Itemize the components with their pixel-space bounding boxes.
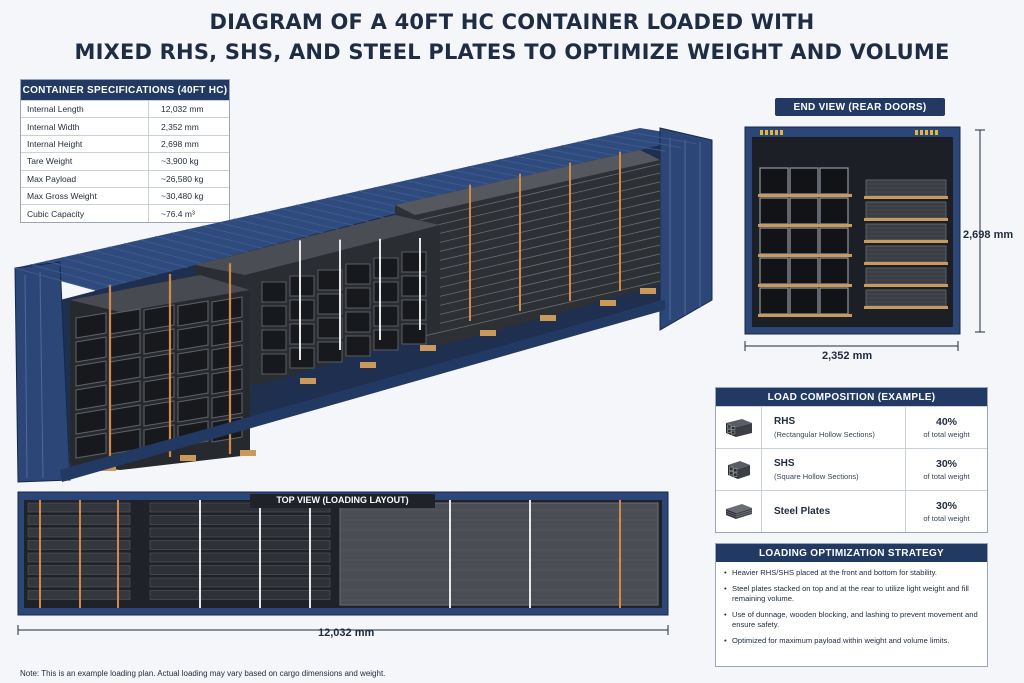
composition-desc: (Square Hollow Sections)	[774, 472, 859, 481]
composition-percent: 30%	[935, 458, 957, 470]
spec-label: Internal Length	[21, 101, 149, 118]
container-specifications-table: CONTAINER SPECIFICATIONS (40FT HC) Inter…	[20, 79, 230, 223]
composition-row-plates: Steel Plates 30% of total weight	[716, 490, 987, 532]
spec-value: 2,698 mm	[161, 138, 199, 149]
shs-bundle-icon	[716, 449, 762, 490]
end-view-header: END VIEW (REAR DOORS)	[775, 98, 945, 116]
shs-bundle-stack	[195, 215, 440, 385]
container-bottom-rail	[60, 300, 665, 482]
spec-label: Max Gross Weight	[21, 187, 149, 205]
composition-unit: of total weight	[923, 514, 970, 523]
spec-label: Max Payload	[21, 170, 149, 187]
spec-row: Tare Weight ~3,900 kg	[21, 152, 229, 170]
container-front-doors	[659, 127, 713, 331]
strategy-item: Steel plates stacked on top and at the r…	[724, 584, 979, 605]
spec-value: ~30,480 kg	[161, 191, 204, 202]
composition-unit: of total weight	[923, 430, 970, 439]
top-view-rhs-zone	[27, 500, 131, 608]
spec-row: Internal Height 2,698 mm	[21, 134, 229, 153]
spec-row: Internal Length 12,032 mm	[21, 100, 229, 118]
top-view-header: TOP VIEW (LOADING LAYOUT)	[276, 495, 409, 505]
composition-percent: 40%	[935, 416, 957, 428]
end-view-diagram	[744, 126, 985, 351]
composition-percent: 30%	[935, 500, 957, 512]
end-view-plates-stack	[864, 179, 948, 309]
spec-value: 12,032 mm	[161, 104, 204, 115]
spec-label: Internal Height	[21, 135, 149, 153]
top-view-diagram	[17, 491, 669, 635]
strategy-item: Heavier RHS/SHS placed at the front and …	[724, 568, 979, 579]
steel-plates-icon	[716, 491, 762, 532]
top-view-shs-zone	[149, 500, 331, 608]
strategy-item: Optimized for maximum payload within wei…	[724, 636, 979, 647]
end-view-width-label: 2,352 mm	[822, 350, 873, 362]
spec-value: ~3,900 kg	[161, 156, 199, 167]
diagram-title-line-2: MIXED RHS, SHS, AND STEEL PLATES TO OPTI…	[74, 40, 950, 64]
steel-plates-stack	[395, 150, 661, 345]
specifications-rows: Internal Length 12,032 mm Internal Width 2,…	[21, 100, 229, 222]
loading-optimization-strategy: LOADING OPTIMIZATION STRATEGY Heavier RH…	[715, 543, 988, 667]
specifications-header: CONTAINER SPECIFICATIONS (40FT HC)	[21, 80, 229, 100]
spec-value: ~76.4 m³	[161, 208, 195, 219]
composition-name: Steel Plates	[774, 506, 831, 517]
spec-value: ~26,580 kg	[161, 173, 204, 184]
composition-name: RHS	[774, 416, 796, 427]
end-view-rhs-stack	[758, 167, 852, 317]
strategy-list: Heavier RHS/SHS placed at the front and …	[716, 562, 987, 646]
top-view-length-label: 12,032 mm	[318, 627, 375, 639]
composition-row-rhs: RHS (Rectangular Hollow Sections) 40% of t…	[716, 406, 987, 448]
composition-name: SHS	[774, 458, 795, 469]
composition-unit: of total weight	[923, 472, 970, 481]
load-composition-header: LOAD COMPOSITION (EXAMPLE)	[716, 388, 987, 406]
spec-label: Cubic Capacity	[21, 205, 149, 222]
top-view-plates-zone	[339, 500, 659, 608]
end-view-height-label: 2,698 mm	[963, 229, 1014, 241]
spec-label: Tare Weight	[21, 153, 149, 170]
spec-row: Internal Width 2,352 mm	[21, 117, 229, 135]
diagram-title-line-1: DIAGRAM OF A 40FT HC CONTAINER LOADED WI…	[209, 10, 815, 34]
container-rear-frame	[14, 261, 71, 483]
container-roof	[15, 128, 712, 290]
spec-row: Cubic Capacity ~76.4 m³	[21, 204, 229, 222]
spec-label: Internal Width	[21, 118, 149, 135]
composition-desc: (Rectangular Hollow Sections)	[774, 430, 875, 439]
strategy-item: Use of dunnage, wooden blocking, and las…	[724, 610, 979, 631]
end-view-dimension-lines	[744, 129, 985, 351]
top-view-dimension-line	[17, 625, 669, 635]
warning-stripes	[760, 130, 938, 135]
load-composition-table: LOAD COMPOSITION (EXAMPLE) RHS (Rectangul…	[715, 387, 988, 533]
rhs-bundle-icon	[716, 407, 762, 448]
spec-value: 2,352 mm	[161, 121, 199, 132]
spec-row: Max Gross Weight ~30,480 kg	[21, 186, 229, 205]
container-isometric-view	[14, 127, 713, 483]
composition-row-shs: SHS (Square Hollow Sections) 30% of total …	[716, 448, 987, 490]
strategy-header: LOADING OPTIMIZATION STRATEGY	[716, 544, 987, 562]
spec-row: Max Payload ~26,580 kg	[21, 169, 229, 187]
footnote: Note: This is an example loading plan. A…	[20, 669, 386, 678]
